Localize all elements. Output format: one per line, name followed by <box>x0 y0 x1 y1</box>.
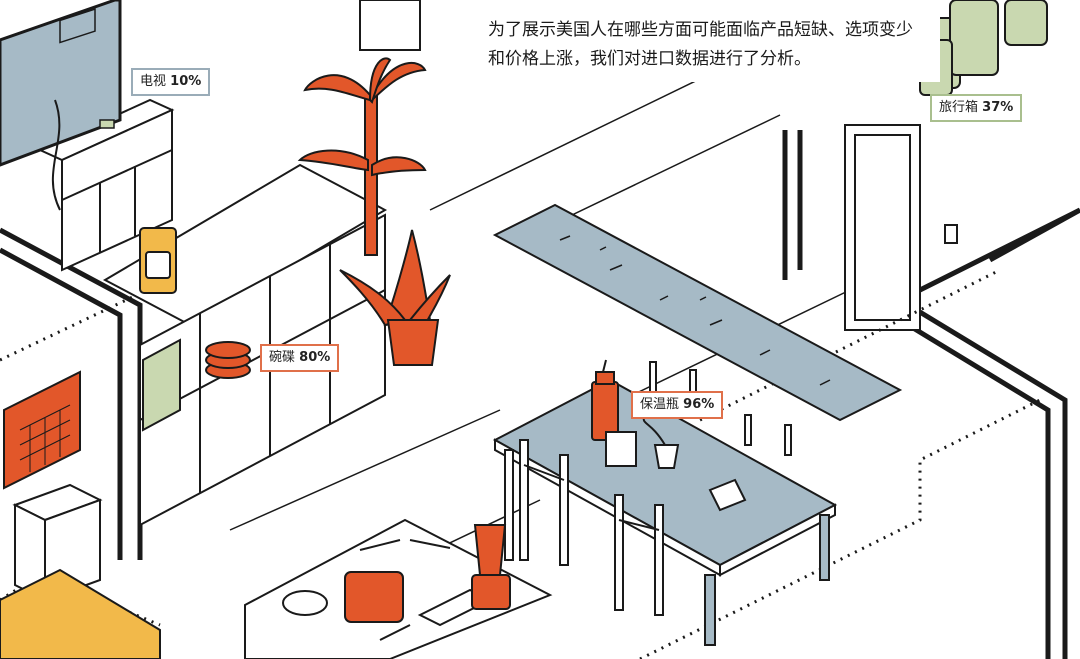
thermos-label-value: 96% <box>683 397 715 412</box>
coffee-maker <box>139 227 177 294</box>
blender <box>471 524 511 610</box>
luggage-label[interactable]: 旅行箱 37% <box>930 94 1023 122</box>
doors <box>359 0 958 331</box>
utensils <box>359 539 451 641</box>
tv <box>0 0 122 211</box>
table-items <box>605 414 747 512</box>
tv-label-value: 10% <box>170 74 202 89</box>
dining-table <box>492 378 838 646</box>
tv-label[interactable]: 电视 10% <box>131 68 211 96</box>
tv-label-name: 电视 <box>140 74 167 89</box>
rug <box>492 203 903 422</box>
luggage-label-value: 37% <box>982 100 1014 115</box>
dishes-label[interactable]: 碗碟 80% <box>260 344 340 372</box>
side-cabinet <box>0 483 161 659</box>
thermos-label-name: 保温瓶 <box>640 397 680 412</box>
toaster <box>344 571 404 623</box>
walls <box>0 130 1080 659</box>
dishes-stack <box>205 341 251 379</box>
agave-plant <box>339 229 451 366</box>
intro-paragraph: 为了展示美国人在哪些方面可能面临产品短缺、选项变少和价格上涨，我们对进口数据进行… <box>468 12 940 82</box>
dishes-label-value: 80% <box>299 350 331 365</box>
dishes-label-name: 碗碟 <box>269 350 296 365</box>
rug-texture <box>559 235 831 386</box>
palm-plant <box>297 57 427 256</box>
calendar <box>3 370 81 490</box>
thermos-label[interactable]: 保温瓶 96% <box>631 391 724 419</box>
luggage-label-name: 旅行箱 <box>939 100 979 115</box>
thermos <box>591 359 619 441</box>
chairs <box>519 361 792 616</box>
